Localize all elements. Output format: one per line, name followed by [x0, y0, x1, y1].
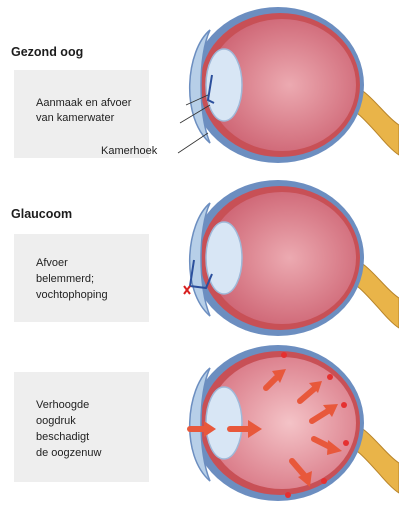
panel-1-title: Gezond oog: [11, 45, 83, 59]
panel-3-line-3: beschadigt: [36, 430, 89, 445]
panel-1-line-1: Aanmaak en afvoer: [36, 96, 131, 111]
panel-2-line-1: Afvoer: [36, 256, 68, 271]
panel-1-kamerhoek-label: Kamerhoek: [101, 145, 157, 157]
panel-3-line-4: de oogzenuw: [36, 446, 101, 461]
panel-2-title: Glaucoom: [11, 207, 72, 221]
panel-1-line-2: van kamerwater: [36, 111, 114, 126]
panel-3-line-1: Verhoogde: [36, 398, 89, 413]
panel-3-text-box: [14, 372, 149, 482]
panel-3-line-2: oogdruk: [36, 414, 76, 429]
glaucoma-eye-illustration: [168, 178, 399, 343]
panel-2-line-3: vochtophoping: [36, 288, 108, 303]
panel-2-line-2: belemmerd;: [36, 272, 94, 287]
pressure-eye-illustration: [168, 343, 399, 508]
healthy-eye-illustration: [168, 5, 399, 170]
